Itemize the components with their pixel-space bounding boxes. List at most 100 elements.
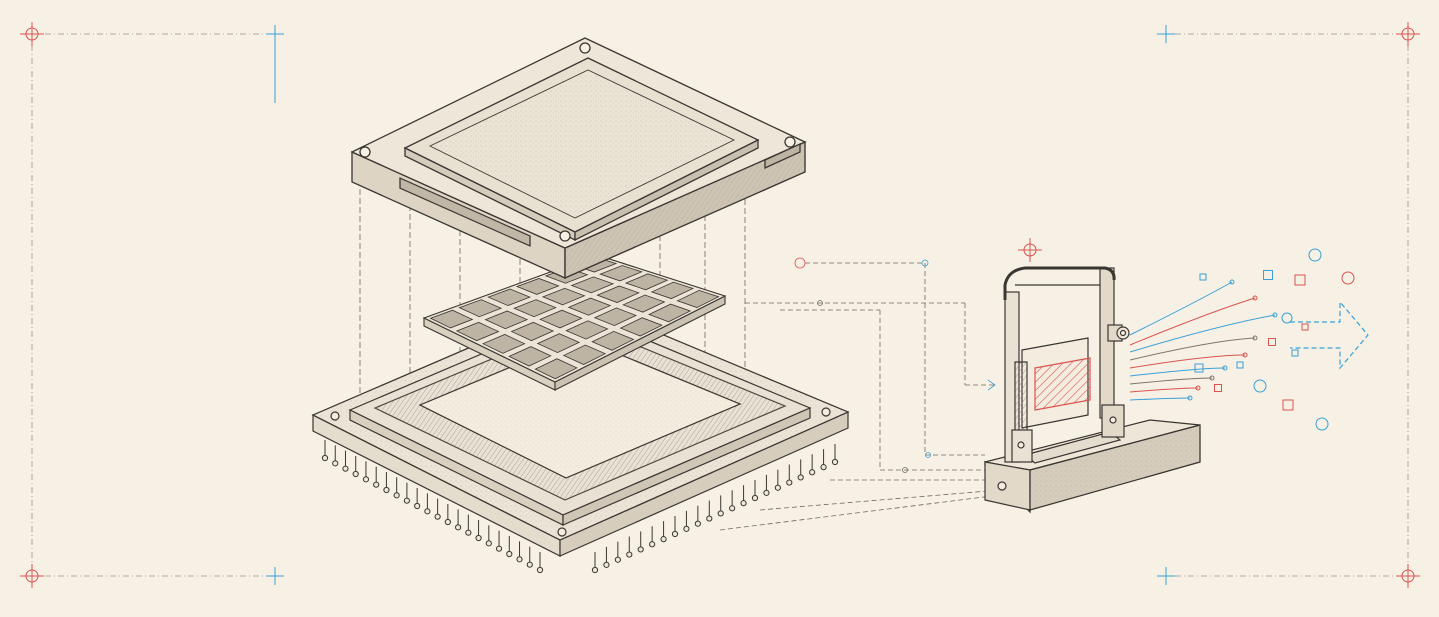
signal-node: [1272, 312, 1278, 318]
pin-icon: [475, 520, 482, 542]
pin-icon: [362, 461, 370, 483]
signal-node: [1252, 295, 1258, 301]
pin-icon: [683, 510, 690, 532]
signal-line: [1129, 397, 1191, 401]
pin-icon: [660, 521, 667, 543]
die-cell: [487, 288, 531, 307]
particle-square-icon: [1199, 273, 1207, 281]
pin-icon: [495, 530, 503, 552]
pin-icon: [774, 469, 781, 491]
die-cell: [619, 317, 663, 337]
die-cell: [591, 330, 635, 351]
connector-lines: [719, 262, 1001, 531]
signal-node: [1242, 352, 1248, 358]
pin-icon: [383, 472, 390, 494]
particle-circle-icon: [1281, 312, 1293, 324]
die-cell: [513, 299, 557, 318]
pin-icon: [763, 474, 770, 496]
die-cell: [599, 265, 643, 282]
die-cell: [482, 334, 526, 354]
signal-line: [1129, 297, 1256, 346]
die-cell: [541, 287, 586, 306]
pin-icon: [751, 480, 759, 502]
signal-line: [1129, 387, 1199, 393]
particle-circle-icon: [1308, 248, 1322, 262]
pin-icon: [591, 552, 599, 574]
particle-square-icon: [1194, 363, 1204, 373]
die-cell: [515, 278, 560, 295]
particle-square-icon: [1214, 384, 1222, 392]
signal-output: [1129, 248, 1369, 431]
pin-icon: [671, 516, 679, 538]
socket-pins-left: [321, 440, 544, 574]
signal-line: [1129, 314, 1276, 353]
crosshair-icon: [1018, 238, 1042, 262]
signal-line: [1129, 354, 1246, 369]
pin-icon: [603, 546, 610, 568]
signal-node: [1229, 279, 1235, 285]
die-cell: [562, 344, 607, 365]
signal-node: [1195, 385, 1201, 391]
die-cell: [536, 333, 581, 354]
signal-line: [1129, 377, 1213, 385]
die-cell: [622, 294, 666, 313]
particle-square-icon: [1263, 270, 1273, 280]
pin-icon: [526, 546, 533, 568]
pin-icon: [717, 495, 724, 517]
pin-icon: [729, 490, 736, 512]
die-cell: [429, 309, 474, 329]
die-cell: [650, 281, 694, 300]
pin-icon: [649, 526, 656, 548]
die-cell: [648, 303, 692, 323]
socket-base: [311, 299, 850, 574]
signal-line: [1129, 337, 1256, 361]
signal-line: [1129, 281, 1233, 336]
pin-icon: [485, 525, 492, 547]
pin-icon: [694, 505, 701, 527]
die-cell: [676, 289, 720, 308]
blue-ticks: [266, 25, 1175, 585]
signal-node: [1187, 395, 1193, 401]
data-particles: [1194, 248, 1355, 431]
signal-node: [1222, 365, 1228, 371]
crosshair-icon: [1396, 22, 1420, 46]
particle-square-icon: [1291, 349, 1299, 357]
die-cell: [534, 358, 578, 380]
particle-circle-icon: [1315, 417, 1329, 431]
pin-icon: [352, 456, 359, 478]
signal-node: [1209, 375, 1215, 381]
pin-icon: [454, 509, 462, 531]
die-cell: [565, 320, 609, 340]
die-cell: [624, 273, 669, 291]
die-cell: [596, 285, 640, 303]
arrow-right-icon: [1290, 300, 1369, 370]
particle-square-icon: [1294, 274, 1306, 286]
pin-icon: [332, 445, 339, 467]
chip-die-grid: [422, 254, 727, 391]
socket-pins-right: [591, 444, 839, 574]
pin-icon: [414, 488, 421, 510]
die-cell: [539, 309, 583, 329]
signal-line: [1129, 367, 1226, 377]
die-cell: [567, 297, 612, 316]
pin-icon: [637, 531, 644, 553]
particle-square-icon: [1268, 338, 1276, 346]
particle-square-icon: [1282, 399, 1294, 411]
connector-nodes: [794, 257, 996, 473]
particle-circle-icon: [1253, 379, 1267, 393]
die-cell: [484, 310, 529, 330]
pin-icon: [373, 466, 380, 488]
pin-icon: [536, 552, 544, 574]
particle-square-icon: [1236, 361, 1244, 369]
particle-circle-icon: [1341, 271, 1355, 285]
pin-icon: [403, 482, 411, 504]
pin-icon: [424, 493, 431, 515]
pin-icon: [614, 541, 621, 563]
die-cell: [510, 321, 555, 342]
pin-icon: [393, 477, 400, 499]
pin-icon: [809, 454, 816, 476]
crosshair-icon: [1396, 564, 1420, 588]
pin-icon: [321, 440, 329, 462]
measurement-fixture: [984, 266, 1201, 514]
